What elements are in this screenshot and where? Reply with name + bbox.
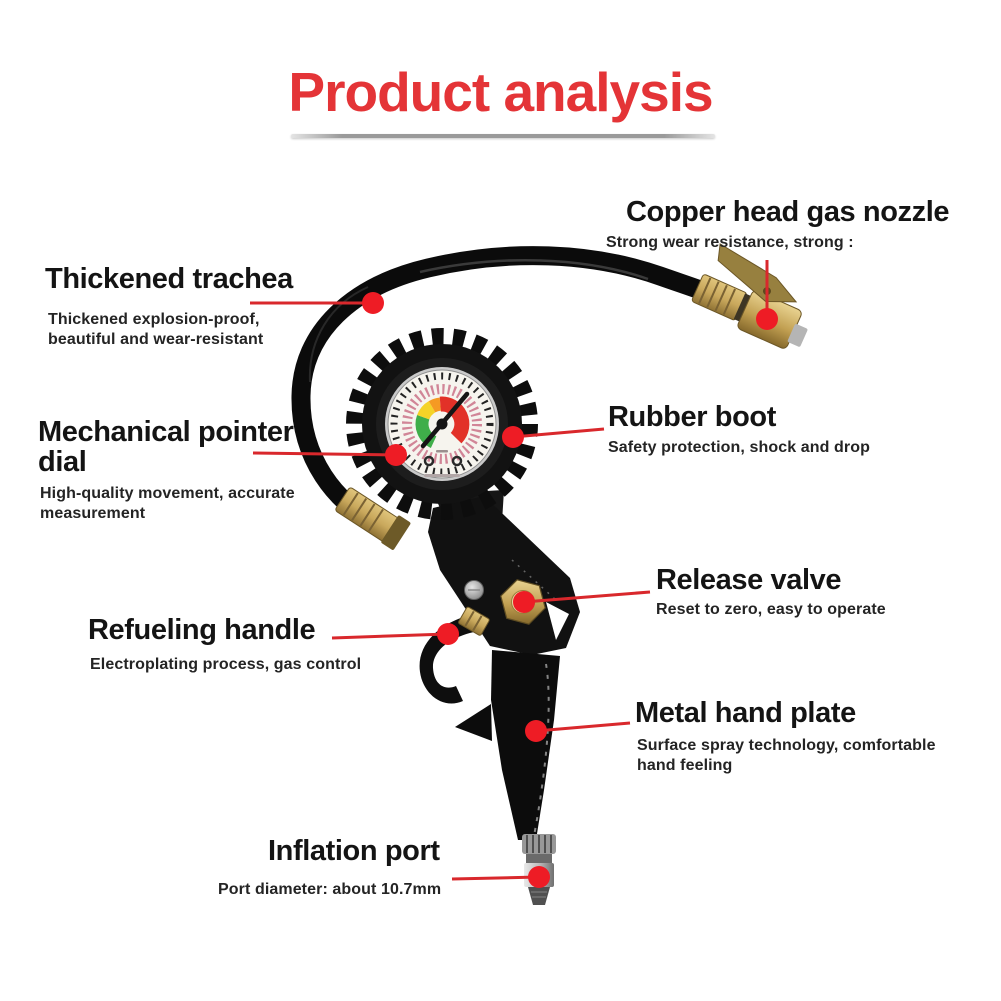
callout-lines [250, 260, 769, 881]
callout-sub-metal-hand-plate: Surface spray technology, comfortable ha… [637, 737, 936, 775]
title-underline [291, 134, 715, 138]
callout-heading-metal-hand-plate: Metal hand plate [635, 697, 856, 729]
callout-heading-mechanical-pointer-dial: Mechanical pointer dial [38, 416, 294, 478]
callout-heading-refueling-handle: Refueling handle [88, 614, 316, 646]
callout-heading-thickened-trachea: Thickened trachea [45, 263, 293, 295]
callout-heading-copper-head-gas-nozzle: Copper head gas nozzle [626, 196, 950, 228]
callout-sub-rubber-boot: Safety protection, shock and drop [608, 439, 871, 456]
callout-sub-mechanical-pointer-dial: High-quality movement, accurate measurem… [40, 485, 295, 523]
callout-sub-release-valve: Reset to zero, easy to operate [656, 601, 886, 618]
callout-heading-rubber-boot: Rubber boot [608, 401, 776, 433]
callout-dots [362, 292, 778, 888]
callout-heading-release-valve: Release valve [656, 564, 842, 596]
callout-sub-thickened-trachea: Thickened explosion-proof, beautiful and… [48, 311, 264, 349]
callout-heading-inflation-port: Inflation port [268, 835, 440, 867]
rubber-boot-teeth [346, 328, 538, 520]
callout-sub-refueling-handle: Electroplating process, gas control [90, 656, 362, 673]
copper-nozzle [691, 243, 808, 349]
page-title: Product analysis [288, 61, 713, 123]
callout-sub-inflation-port: Port diameter: about 10.7mm [218, 881, 442, 898]
hose-gauge-fitting [335, 487, 411, 550]
gauge [346, 328, 538, 520]
callout-sub-copper-head-gas-nozzle: Strong wear resistance, strong : [606, 234, 854, 251]
hose-trachea [291, 246, 758, 534]
